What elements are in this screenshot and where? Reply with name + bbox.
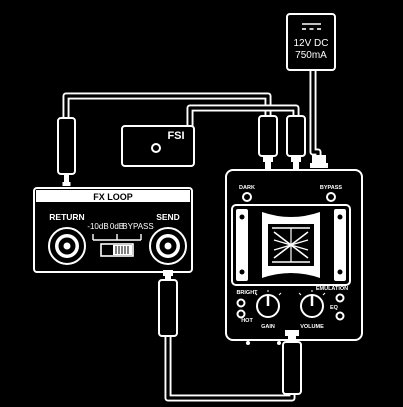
power-current: 750mA — [295, 50, 327, 61]
send-jack — [149, 227, 187, 265]
return-plug — [57, 117, 76, 186]
gain-knob — [254, 290, 282, 318]
send-plug — [158, 270, 178, 337]
power-supply: 12V DC 750mA — [286, 13, 336, 71]
pedal-bypass-label: BYPASS — [320, 185, 343, 191]
volume-label: VOLUME — [300, 324, 324, 330]
power-voltage: 12V DC — [293, 38, 328, 49]
bright-label: BRIGHT — [236, 290, 258, 296]
level-minus10-label: -10dB — [87, 222, 108, 231]
loop-bypass-label: BYPASS — [122, 222, 153, 231]
eq-label: EQ — [330, 305, 339, 311]
hot-label: HOT — [241, 318, 253, 324]
fsi-footswitch: FSI — [121, 125, 195, 167]
gain-label: GAIN — [261, 324, 275, 330]
dark-label: DARK — [239, 185, 255, 191]
level-0db-label: 0dB — [110, 222, 124, 231]
return-label: RETURN — [49, 212, 84, 222]
pedal-input-plug-2 — [286, 115, 306, 170]
send-label: SEND — [156, 212, 180, 222]
amp-pedal: DARK BYPASS BRIGHT EMULATION HOT — [225, 169, 363, 345]
fx-loop-unit: FX LOOP RETURN SEND -10dB 0dB BYPASS — [33, 187, 193, 273]
cable-fsi-to-pedal — [186, 104, 300, 126]
emulation-label: EMULATION — [316, 286, 348, 292]
return-jack — [48, 227, 86, 265]
pedal-output-plug — [282, 330, 302, 395]
tube-window — [231, 204, 351, 286]
volume-knob — [298, 290, 326, 318]
fsi-label: FSI — [167, 130, 184, 142]
pedal-input-plug-1 — [258, 115, 278, 170]
fx-loop-title: FX LOOP — [93, 192, 133, 202]
cable-send-to-pedal — [164, 326, 296, 402]
dc-plug — [310, 155, 328, 168]
level-slide-switch — [100, 243, 134, 257]
